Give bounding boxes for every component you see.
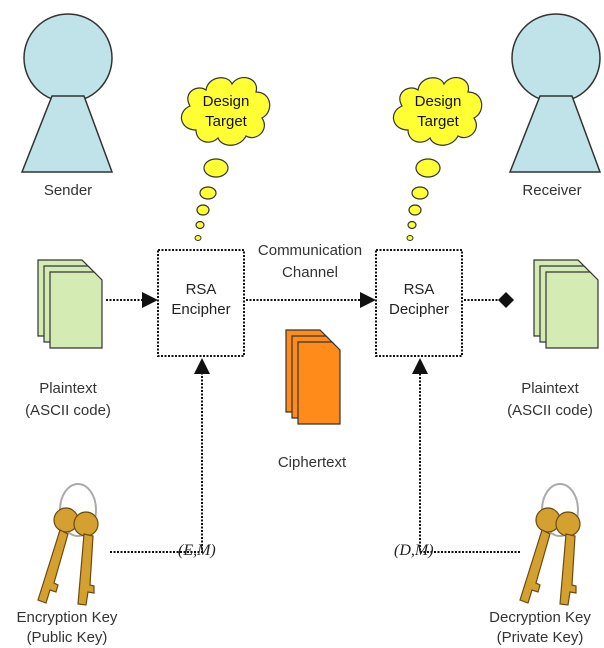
rsa-encipher-box [157,249,245,357]
decryption-key-pair-label: (D,M) [394,542,434,559]
ciphertext-document-icon [285,329,341,425]
decryption-key-connector [412,358,520,553]
design-target-left-text: Design Target [186,92,266,132]
design-target-left-line2: Target [205,113,247,130]
plaintext-document-left-icon [37,259,103,349]
plaintext-left-line2: (ASCII code) [25,402,111,419]
encryption-key-line1: Encryption Key [16,609,118,626]
plaintext-left-label: Plaintext (ASCII code) [6,378,130,422]
decryption-key-label: Decryption Key (Private Key) [476,608,604,648]
communication-channel-label: Communication Channel [246,240,374,284]
rsa-encipher-line1: RSA [185,281,217,298]
design-target-cloud-right [392,76,483,241]
rsa-encipher-label: RSA Encipher [158,280,244,320]
design-target-cloud-left [180,76,271,241]
plaintext-left-line1: Plaintext [39,380,97,397]
rsa-decipher-box [375,249,463,357]
rsa-decipher-line2: Decipher [388,301,450,318]
receiver-person-icon [508,13,602,173]
design-target-right-line1: Design [414,93,462,110]
plaintext-right-line1: Plaintext [521,380,579,397]
decryption-key-line2: (Private Key) [496,629,584,646]
plaintext-right-line2: (ASCII code) [507,402,593,419]
receiver-label: Receiver [522,182,582,199]
plaintext-right-label: Plaintext (ASCII code) [496,378,604,422]
ciphertext-label: Ciphertext [277,454,347,471]
design-target-left-line1: Design [202,93,250,110]
rsa-encipher-line2: Encipher [171,301,231,318]
channel-line1: Communication [257,242,363,259]
design-target-right-line2: Target [417,113,459,130]
plaintext-document-right-icon [533,259,599,349]
encryption-key-icon [37,483,99,606]
decryption-key-line1: Decryption Key [489,609,591,626]
sender-label: Sender [43,182,93,199]
encryption-key-label: Encryption Key (Public Key) [0,608,134,648]
design-target-right-text: Design Target [398,92,478,132]
sender-person-icon [20,13,114,173]
encryption-key-line2: (Public Key) [26,629,108,646]
encryption-key-connector [110,358,210,553]
rsa-decipher-line1: RSA [403,281,435,298]
rsa-decipher-label: RSA Decipher [376,280,462,320]
encryption-key-pair-label: (E,M) [178,542,216,559]
channel-line2: Channel [282,264,338,281]
decryption-key-icon [519,483,581,606]
